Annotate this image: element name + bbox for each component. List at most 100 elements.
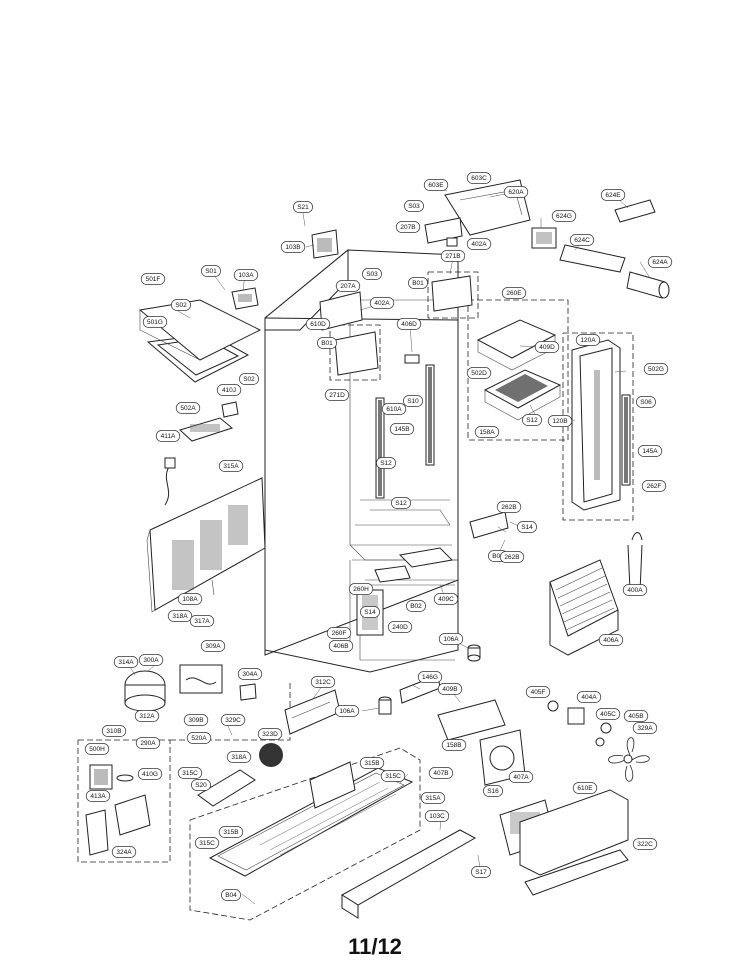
cabinet-body <box>264 248 459 673</box>
callout-500h: 500H <box>84 743 110 755</box>
callout-text: 610D <box>310 321 326 328</box>
callout-bubble <box>376 457 396 469</box>
callout-120b: 120B <box>547 415 573 427</box>
callout-120a: 120A <box>575 334 601 346</box>
callout-text: 323D <box>262 731 278 738</box>
callout-240d: 240D <box>387 621 413 633</box>
callout-bubble <box>466 238 492 250</box>
callout-404a: 404A <box>576 691 602 703</box>
callout-262b: 262B <box>496 501 522 513</box>
callout-text: 260H <box>353 586 369 593</box>
callout-405c: 405C <box>595 708 621 720</box>
callout-bubble <box>420 792 446 804</box>
callout-260h: 260H <box>348 583 374 595</box>
callout-text: 315A <box>425 795 441 802</box>
callout-text: 405F <box>531 689 546 696</box>
callout-bubble <box>135 737 161 749</box>
callout-bubble <box>408 277 428 289</box>
callout-text: S03 <box>408 203 420 210</box>
callout-bubble <box>632 722 658 734</box>
callout-bubble <box>396 318 422 330</box>
callout-text: S21 <box>297 204 309 211</box>
callout-text: 400A <box>627 587 643 594</box>
callout-bubble <box>466 367 492 379</box>
callout-text: 624E <box>605 192 621 199</box>
callout-text: S01 <box>205 268 217 275</box>
callout-text: 106A <box>339 708 355 715</box>
callout-bubble <box>317 337 337 349</box>
duct-409b <box>437 699 506 741</box>
callout-text: 405C <box>600 711 616 718</box>
callout-bubble <box>200 640 226 652</box>
callout-text: 240D <box>392 624 408 631</box>
callout-text: 103C <box>429 813 445 820</box>
callout-bubble <box>218 826 244 838</box>
callout-bubble <box>218 460 244 472</box>
callout-s03: S03 <box>362 268 382 280</box>
callout-s06: S06 <box>636 396 656 408</box>
callout-text: 103A <box>238 272 254 279</box>
callout-text: S10 <box>407 398 419 405</box>
callout-bubble <box>547 415 573 427</box>
callout-text: S06 <box>640 399 652 406</box>
callout-323d: 323D <box>257 728 283 740</box>
callout-406a: 406A <box>598 634 624 646</box>
callout-bubble <box>381 403 407 415</box>
callout-bubble <box>220 714 246 726</box>
callout-s21: S21 <box>293 201 313 213</box>
callout-text: B01 <box>412 280 424 287</box>
condenser-323d <box>259 743 283 767</box>
callout-304a: 304A <box>237 668 263 680</box>
tube-624e <box>614 199 656 223</box>
callout-bubble <box>643 363 669 375</box>
rear-cover-315a <box>146 477 266 613</box>
part-624g <box>531 227 557 249</box>
callout-312c: 312C <box>310 676 336 688</box>
callout-s20: S20 <box>191 779 211 791</box>
callout-bubble <box>293 201 313 213</box>
heater-400a <box>627 532 643 593</box>
tube-624c <box>559 244 626 273</box>
part-304a <box>239 683 257 701</box>
callout-610e: 610E <box>572 782 598 794</box>
part-103b <box>311 229 339 259</box>
callout-bubble <box>216 384 242 396</box>
callout-text: 409C <box>438 596 454 603</box>
callout-bubble <box>517 521 537 533</box>
callout-260e: 260E <box>501 287 527 299</box>
callout-603c: 603C <box>466 172 492 184</box>
callout-text: 271D <box>329 392 345 399</box>
callout-text: 402A <box>374 300 390 307</box>
callout-text: 407B <box>433 770 448 777</box>
callout-text: B02 <box>492 553 504 560</box>
part-271b <box>431 275 473 312</box>
callout-b04: B04 <box>221 889 241 901</box>
callout-bubble <box>575 334 601 346</box>
callout-text: 402A <box>471 241 487 248</box>
drawer-260e <box>476 319 562 421</box>
callout-bubble <box>380 770 406 782</box>
callout-bubble <box>534 341 560 353</box>
callout-315c: 315C <box>177 767 203 779</box>
callout-text: S02 <box>175 302 187 309</box>
part-502a <box>179 417 234 442</box>
part-318a <box>197 769 256 807</box>
callout-103a: 103A <box>233 269 259 281</box>
callout-310b: 310B <box>101 725 127 737</box>
callout-106a: 106A <box>438 633 464 645</box>
callout-bubble <box>600 189 626 201</box>
callout-bubble <box>503 186 529 198</box>
callout-text: 501F <box>146 276 161 283</box>
callout-207b: 207B <box>395 221 421 233</box>
callout-text: S02 <box>243 376 255 383</box>
callout-bubble <box>101 725 127 737</box>
callout-bubble <box>362 268 382 280</box>
callout-262b: 262B <box>499 551 525 563</box>
callout-405b: 405B <box>623 710 649 722</box>
callout-bubble <box>508 771 534 783</box>
callout-text: 315C <box>182 770 198 777</box>
callout-text: B02 <box>410 603 422 610</box>
callout-text: 318A <box>172 613 188 620</box>
callout-bubble <box>391 497 411 509</box>
callout-bubble <box>111 846 137 858</box>
